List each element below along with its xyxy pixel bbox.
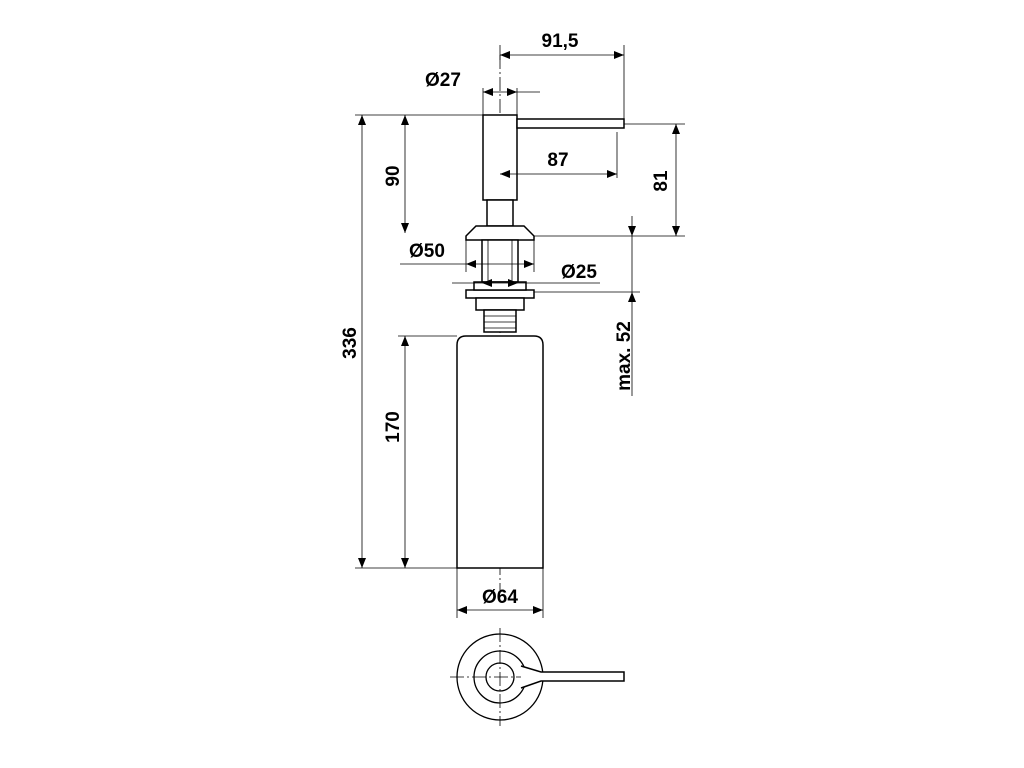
dim-label-shank-diameter: Ø25 — [561, 262, 597, 283]
dimension-lines: 91,5 Ø27 90 87 81 Ø50 Ø25 — [340, 31, 685, 618]
bottle — [456, 335, 544, 569]
dim-label-bottle-diameter: Ø64 — [482, 587, 518, 608]
flange — [465, 225, 535, 241]
fixing-nut — [465, 289, 535, 299]
top-view-spout — [520, 665, 625, 689]
nut-collar — [475, 297, 525, 311]
dim-label-spout-height: 81 — [651, 170, 672, 192]
spout — [516, 118, 625, 129]
top-view — [450, 628, 625, 726]
pump-neck — [486, 199, 514, 227]
dim-label-max-thickness: max. 52 — [614, 321, 635, 391]
shank — [481, 239, 519, 283]
dim-label-bottle-height: 170 — [383, 411, 404, 443]
side-view — [456, 55, 625, 590]
top-view-inner-circle — [485, 662, 515, 692]
dim-label-head-height: 90 — [383, 165, 404, 186]
dim-label-spout-reach: 91,5 — [542, 31, 579, 52]
dim-label-overall-height: 336 — [340, 327, 361, 359]
dim-label-head-diameter: Ø27 — [425, 70, 461, 91]
bottle-thread — [483, 309, 517, 333]
pump-head — [482, 114, 518, 201]
dim-label-flange-diameter: Ø50 — [409, 241, 445, 262]
dim-label-spout-length: 87 — [547, 150, 568, 171]
